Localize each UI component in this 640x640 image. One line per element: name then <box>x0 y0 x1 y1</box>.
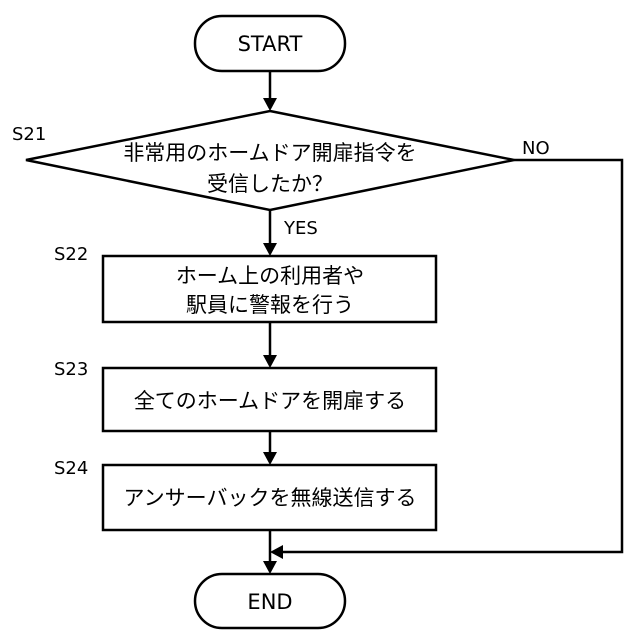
start-terminal: START <box>195 16 345 71</box>
end-terminal: END <box>195 574 345 628</box>
step-label-s23: S23 <box>54 359 88 380</box>
decision-label-line1: 非常用のホームドア開扉指令を <box>123 141 416 165</box>
process-s22-line2: 駅員に警報を行う <box>186 293 354 317</box>
no-label: NO <box>522 138 550 159</box>
arrow-decision-yes-to-s22: YES <box>263 210 318 256</box>
end-terminal-label: END <box>247 590 292 614</box>
decision-label-line2: 受信したか？ <box>207 172 333 196</box>
process-s23: S23 全てのホームドアを開扉する <box>54 359 436 431</box>
step-label-s21: S21 <box>12 124 46 145</box>
arrow-s22-to-s23 <box>263 322 277 368</box>
process-s24: S24 アンサーバックを無線送信する <box>54 458 436 530</box>
process-s22: S22 ホーム上の利用者や 駅員に警報を行う <box>54 244 436 322</box>
process-s24-line1: アンサーバックを無線送信する <box>124 486 417 510</box>
process-s22-line1: ホーム上の利用者や <box>176 264 364 288</box>
arrow-s23-to-s24 <box>263 431 277 465</box>
arrow-start-to-decision <box>263 71 277 111</box>
process-s23-line1: 全てのホームドアを開扉する <box>134 389 406 413</box>
start-terminal-label: START <box>238 32 303 56</box>
step-label-s24: S24 <box>54 458 88 479</box>
decision-s21: S21 非常用のホームドア開扉指令を 受信したか？ <box>12 111 514 210</box>
yes-label: YES <box>283 218 318 239</box>
step-label-s22: S22 <box>54 244 88 265</box>
